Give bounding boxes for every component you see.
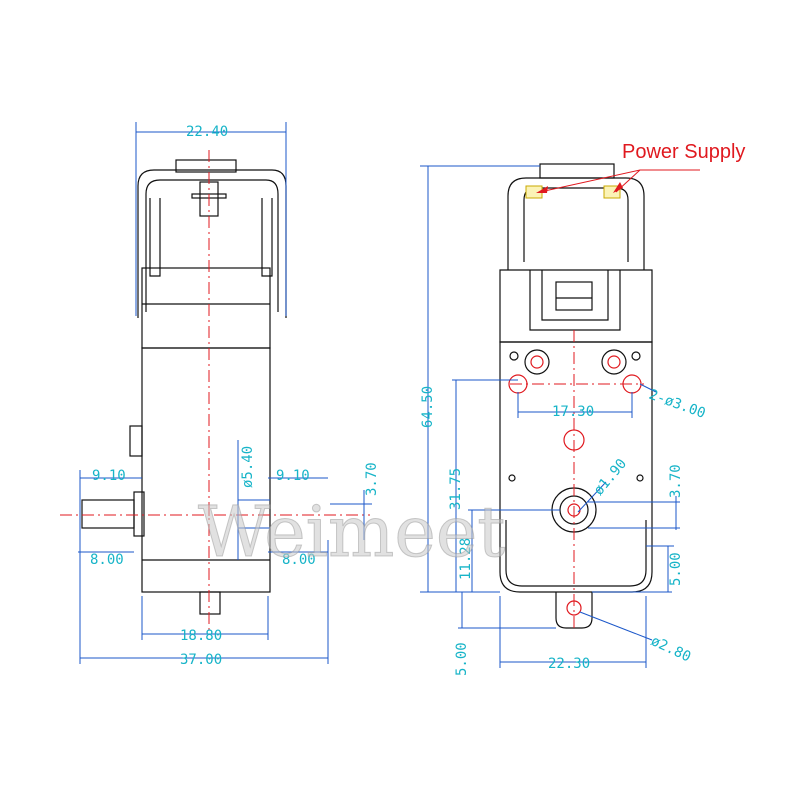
- side-view-bottom-boss: [199, 591, 221, 615]
- front-view: 64.50 31.75 11.28 5.00 17.30 2-ø3.00 ø1.…: [420, 163, 708, 676]
- arrowhead-right: [613, 182, 623, 193]
- dim-hole-to-shaft: 31.75: [448, 468, 464, 510]
- dim-bottom-width: 22.30: [548, 656, 590, 672]
- screw-small: [636, 474, 644, 482]
- side-view-shaft-collar: [133, 491, 145, 537]
- front-view-top-tab: [539, 163, 615, 179]
- front-view-clip: [529, 270, 621, 331]
- screw-small: [631, 351, 641, 361]
- arrowhead-left: [536, 186, 548, 193]
- dim-shaft-height: 3.70: [364, 462, 380, 496]
- power-supply-label: Power Supply: [622, 141, 745, 163]
- dim-tab-offset: 5.00: [454, 642, 470, 676]
- side-view-top-tab: [175, 159, 237, 173]
- power-supply-callout: Power Supply: [536, 141, 745, 193]
- dim-leader-shaft-hole: [577, 481, 607, 513]
- side-view-top-inner: [145, 179, 279, 312]
- front-view-motor-step: [499, 269, 653, 343]
- dim-shaft-to-bottom: 11.28: [458, 538, 474, 580]
- side-view-shoulder: [149, 198, 273, 277]
- dim-body-width: 18.80: [180, 628, 222, 644]
- mount-hole-left: [530, 355, 544, 369]
- dim-left-offset: 9.10: [92, 468, 126, 484]
- dim-shaft-diameter: ø5.40: [240, 446, 256, 488]
- dim-tab-hole: ø2.80: [648, 633, 693, 665]
- dim-mount-spacing: 17.30: [552, 404, 594, 420]
- dim-shaft-hole: ø1.90: [591, 456, 630, 499]
- dim-top-width: 22.40: [186, 124, 228, 140]
- side-view-top-frame: [137, 169, 287, 318]
- side-view-housing-upper: [141, 267, 271, 349]
- power-supply-leader-left: [539, 169, 641, 193]
- dim-mount-holes: 2-ø3.00: [647, 387, 708, 422]
- dim-leader-tab-hole: [579, 611, 653, 641]
- side-view-side-boss: [129, 425, 143, 457]
- dim-overall-height: 64.50: [420, 386, 436, 428]
- watermark: Weimeet: [198, 491, 505, 573]
- side-view-shaft-left: [81, 499, 135, 529]
- dim-right-offset: 9.10: [276, 468, 310, 484]
- dim-right-length: 8.00: [282, 552, 316, 568]
- front-view-motor-inner: [523, 187, 629, 262]
- screw-small: [509, 351, 519, 361]
- mount-boss-left: [524, 349, 550, 375]
- screw-small: [508, 474, 516, 482]
- front-view-motor-can: [507, 177, 645, 270]
- mount-boss-right: [601, 349, 627, 375]
- side-view: 22.40 37.00 18.80 9.10 8.00 9.10 8.00 ø5…: [60, 122, 380, 668]
- front-view-clip-latch: [555, 281, 593, 311]
- dim-left-length: 8.00: [90, 552, 124, 568]
- front-view-gearbox-inner: [505, 520, 647, 587]
- dim-overall-width: 37.00: [180, 652, 222, 668]
- dim-bottom-offset: 5.00: [668, 552, 684, 586]
- mount-hole-right: [607, 355, 621, 369]
- dim-leader-mount-holes: [639, 383, 657, 393]
- dim-shaft-offset: 3.70: [668, 464, 684, 498]
